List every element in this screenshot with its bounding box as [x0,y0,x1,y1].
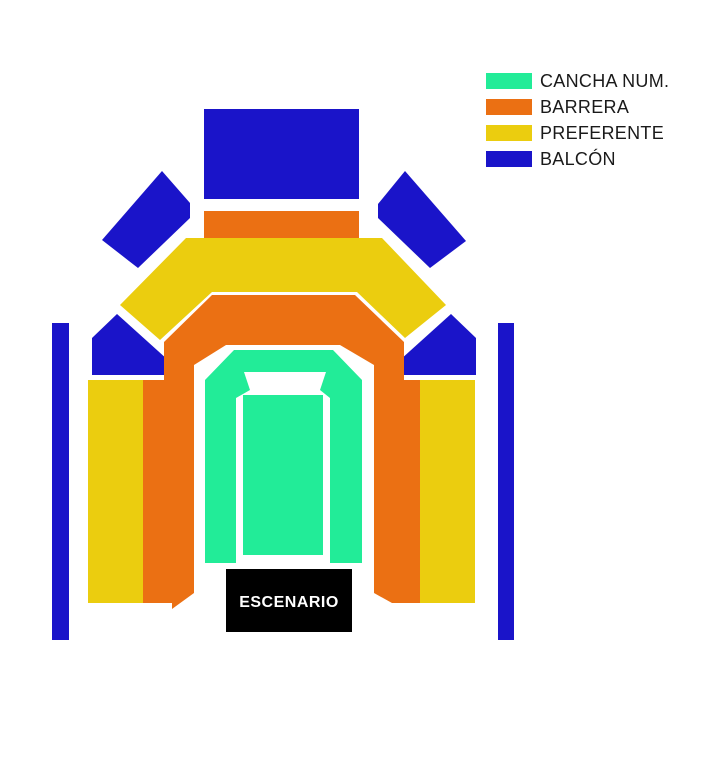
balcon-mid-right-section[interactable] [400,314,476,375]
cancha-num-center-section[interactable] [243,395,323,555]
preferente-upper-section[interactable] [120,238,446,340]
legend-item-cancha: CANCHA NUM. [486,68,669,94]
cancha-num-outer-u[interactable] [205,350,362,563]
balcon-upper-right-section[interactable] [378,171,466,268]
balcon-mid-left-section[interactable] [92,314,168,375]
legend-item-balcon: BALCÓN [486,146,669,172]
legend-item-preferente: PREFERENTE [486,120,669,146]
legend-swatch-preferente [486,125,532,141]
legend-swatch-cancha [486,73,532,89]
preferente-left-section[interactable] [88,380,143,603]
barrera-horseshoe[interactable] [143,295,420,609]
balcon-far-left-strip[interactable] [52,323,69,640]
legend-label-cancha: CANCHA NUM. [540,70,670,91]
balcon-top-section[interactable] [204,109,359,199]
legend: CANCHA NUM. BARRERA PREFERENTE BALCÓN [486,68,669,172]
preferente-right-section[interactable] [420,380,475,603]
legend-label-preferente: PREFERENTE [540,122,665,143]
barrera-top-strip[interactable] [204,211,359,238]
escenario-label: ESCENARIO [239,594,339,611]
legend-label-balcon: BALCÓN [540,148,616,169]
legend-label-barrera: BARRERA [540,96,630,117]
balcon-far-right-strip[interactable] [498,323,514,640]
legend-swatch-balcon [486,151,532,167]
balcon-upper-left-section[interactable] [102,171,190,268]
legend-item-barrera: BARRERA [486,94,669,120]
escenario-stage [226,569,352,632]
legend-swatch-barrera [486,99,532,115]
